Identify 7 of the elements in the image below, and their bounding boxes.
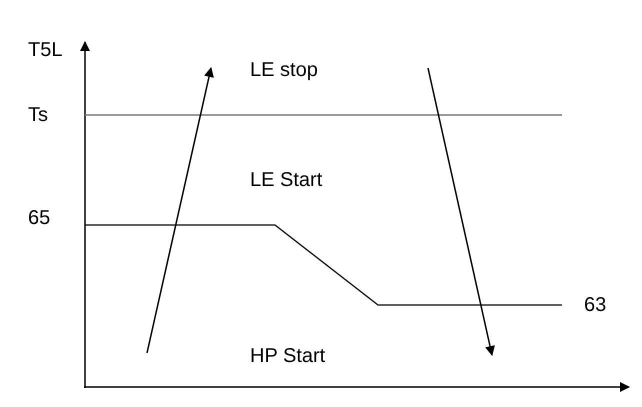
axis-label: LE stop: [250, 60, 318, 80]
axis-label: Ts: [28, 105, 48, 125]
axis-label: HP Start: [250, 346, 326, 366]
axis-label: 65: [28, 208, 50, 228]
axis-label: LE Start: [250, 170, 322, 190]
axis-label: 63: [584, 295, 606, 315]
axis-label: T5L: [28, 40, 62, 60]
